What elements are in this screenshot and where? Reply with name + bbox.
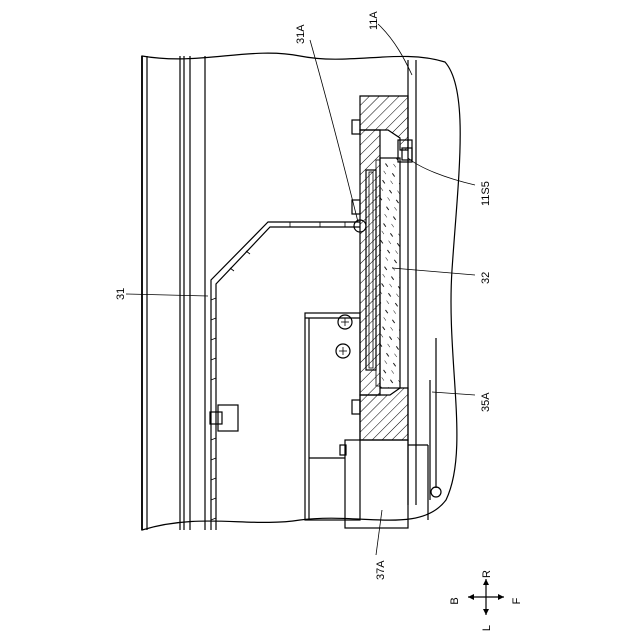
compass-f: F xyxy=(511,597,523,604)
label-35A: 35A xyxy=(480,392,492,412)
compass-b: B xyxy=(449,597,461,604)
frame-lower xyxy=(360,388,408,440)
direction-compass: R B F L xyxy=(449,570,523,631)
bracket-31 xyxy=(211,222,360,530)
label-11A: 11A xyxy=(368,11,380,30)
box-37 xyxy=(305,313,360,520)
left-rail-lines xyxy=(142,56,205,530)
compass-l: L xyxy=(481,625,493,631)
compass-r: R xyxy=(481,570,493,578)
label-31A: 31A xyxy=(295,24,307,44)
cover-11A xyxy=(408,60,416,505)
phillips-screw-2 xyxy=(336,344,350,358)
label-11S5: 11S5 xyxy=(480,181,492,206)
panel-32 xyxy=(380,158,400,388)
label-32: 32 xyxy=(480,272,492,284)
frame-screws xyxy=(352,120,360,414)
bracket-fastener xyxy=(210,405,238,431)
label-31: 31 xyxy=(115,288,127,300)
member-35A xyxy=(430,338,436,500)
bracket-31-inner xyxy=(216,227,360,530)
bracket-31-dashes xyxy=(211,222,345,520)
label-37A: 37A xyxy=(375,560,387,580)
phillips-screw-1 xyxy=(338,315,352,329)
leader-lines xyxy=(126,24,475,555)
